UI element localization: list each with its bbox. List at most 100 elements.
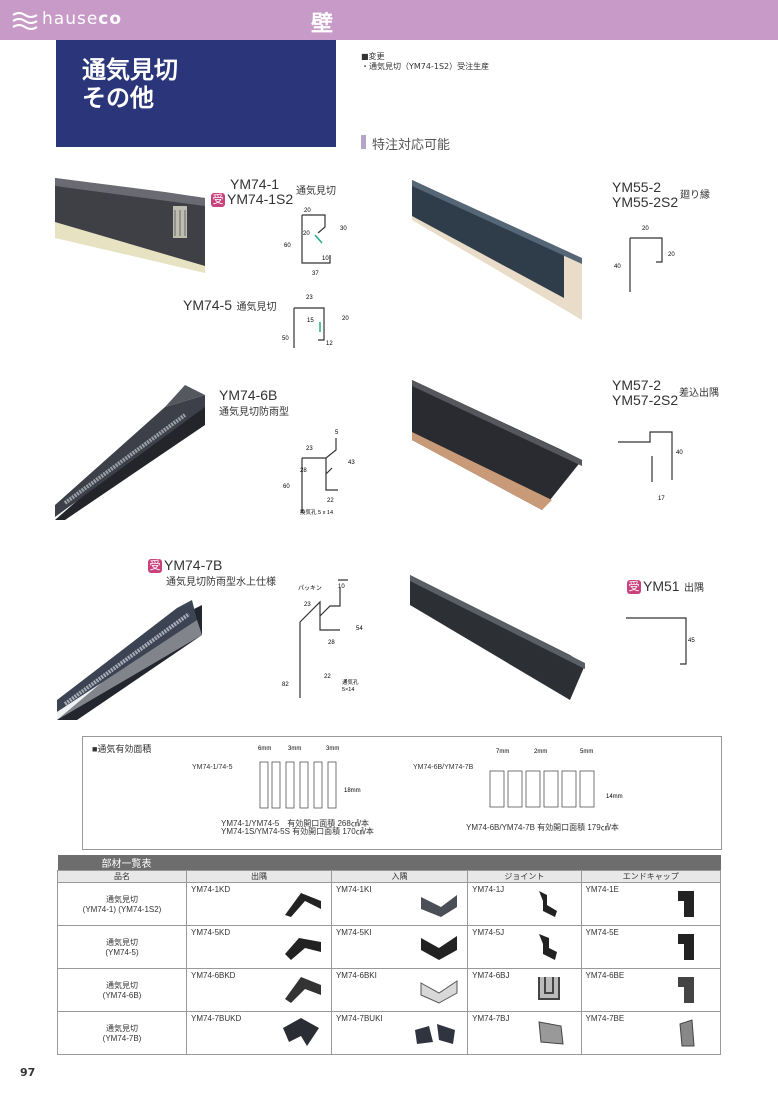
product-photo-ym51 bbox=[410, 575, 585, 700]
dim-text: 43 bbox=[348, 460, 355, 466]
label-ym74-6b: YM74-6B 通気見切防雨型 bbox=[219, 387, 289, 419]
end-cap-part-icon bbox=[678, 977, 694, 1003]
dim-text: 10 bbox=[322, 256, 329, 262]
dim-text: 23 bbox=[306, 295, 313, 301]
label-ym55-2: YM55-2 YM55-2S2 bbox=[612, 179, 679, 210]
vent-right-label: YM74-6B/YM74-7B bbox=[413, 764, 474, 771]
section-label: 壁 bbox=[311, 12, 334, 37]
vent-right-result: YM74-6B/YM74-7B 有効開口面積 179㎠/本 bbox=[466, 823, 619, 832]
outside-corner-part-icon bbox=[282, 1018, 319, 1046]
label-ym74-5: YM74-5 通気見切 bbox=[183, 297, 277, 314]
product-name-cell: 通気見切(YM74-6B) bbox=[57, 968, 187, 1012]
vent-area-box bbox=[82, 736, 722, 850]
packing-label: パッキン bbox=[298, 585, 322, 592]
vent-slot-diagram-left: 6mm 3mm 3mm 18mm bbox=[258, 746, 361, 809]
outside-corner-part-icon bbox=[284, 893, 321, 917]
vent-hole-note: 換気孔 5 x 14 bbox=[300, 508, 333, 516]
parts-table-caption: 部材一覧表 bbox=[57, 855, 721, 871]
part-cell: YM74-1KD bbox=[186, 882, 332, 926]
drawing-ym74-1: 20 20 30 10 60 37 bbox=[284, 208, 347, 277]
product-photo-ym74-7b bbox=[57, 600, 202, 720]
dim-text: 14mm bbox=[606, 794, 623, 800]
product-photo-ym55-2 bbox=[412, 180, 582, 320]
dim-text: 5 bbox=[335, 430, 339, 436]
header-cell: エンドキャップ bbox=[580, 870, 722, 883]
dim-text: 17 bbox=[658, 496, 665, 502]
dim-text: 40 bbox=[676, 450, 683, 456]
joint-part-icon bbox=[538, 891, 557, 917]
made-to-order-badge: 受 bbox=[627, 580, 641, 595]
drawing-ym57-2: 40 17 bbox=[618, 431, 683, 502]
dim-text: 50 bbox=[282, 336, 289, 342]
vent-slot-diagram-right: 7mm 2mm 5mm 14mm bbox=[489, 749, 623, 808]
dim-text: 20 bbox=[668, 252, 675, 258]
header-cell: 品名 bbox=[57, 870, 187, 883]
joint-part-icon bbox=[537, 1021, 564, 1045]
dim-text: 20 bbox=[342, 316, 349, 322]
drawing-ym55-2: 20 20 40 bbox=[614, 226, 675, 292]
dim-text: 60 bbox=[283, 484, 290, 490]
dim-text: 40 bbox=[614, 264, 621, 270]
dim-text: 28 bbox=[328, 640, 335, 646]
joint-part-icon bbox=[538, 934, 557, 960]
table-row: 通気見切(YM74-6B) YM74-6BKD YM74-6BKI YM74-6… bbox=[57, 968, 722, 1012]
product-photo-ym57-2 bbox=[412, 380, 582, 510]
vent-left-results: YM74-1/YM74-5 有効開口面積 268㎠/本 YM74-1S/YM74… bbox=[221, 819, 374, 836]
end-cap-part-icon bbox=[679, 1019, 695, 1047]
desc-ym57-2: 差込出隅 bbox=[679, 388, 719, 399]
end-cap-part-icon bbox=[678, 934, 694, 960]
dim-text: 22 bbox=[324, 674, 331, 680]
inside-corner-part-icon bbox=[420, 980, 458, 1004]
dim-text: 7mm bbox=[496, 749, 509, 755]
dim-text: 18mm bbox=[344, 788, 361, 794]
dim-text: 5mm bbox=[580, 749, 593, 755]
page-number: 97 bbox=[20, 1066, 36, 1079]
vent-hole-note: 通気孔 bbox=[342, 678, 359, 686]
drawing-ym74-7b: パッキン 10 23 54 28 82 22 通気孔 5×14 bbox=[282, 579, 363, 698]
part-cell: YM74-7BUKD bbox=[186, 1011, 332, 1055]
joint-part-icon bbox=[537, 977, 560, 1000]
part-cell: YM74-7BJ bbox=[467, 1011, 582, 1055]
inside-corner-part-icon bbox=[421, 936, 458, 960]
dim-text: 23 bbox=[304, 602, 311, 608]
dim-text: 6mm bbox=[258, 746, 271, 752]
table-row: 通気見切(YM74-1) (YM74-1S2) YM74-1KD YM74-1K… bbox=[57, 882, 722, 926]
vent-left-label: YM74-1/74-5 bbox=[192, 764, 233, 771]
inside-corner-part-icon bbox=[415, 1024, 456, 1044]
dim-text: 20 bbox=[303, 231, 310, 237]
part-cell: YM74-6BJ bbox=[467, 968, 582, 1012]
part-cell: YM74-5KI bbox=[330, 925, 469, 969]
part-cell: YM74-6BKI bbox=[330, 968, 469, 1012]
dim-text: 30 bbox=[340, 226, 347, 232]
product-photo-ym74-1 bbox=[55, 178, 205, 273]
dim-text: 54 bbox=[356, 626, 363, 632]
dim-text: 15 bbox=[307, 318, 314, 324]
dim-text: 20 bbox=[642, 226, 649, 232]
parts-table: 部材一覧表 品名 出隅 入隅 ジョイント エンドキャップ 通気見切(YM74-1… bbox=[57, 855, 722, 1055]
part-cell: YM74-1KI bbox=[330, 882, 469, 926]
part-cell: YM74-7BE bbox=[580, 1011, 722, 1055]
dim-text: 23 bbox=[306, 446, 313, 452]
made-to-order-badge: 受 bbox=[211, 193, 225, 208]
drawing-ym51: 45 bbox=[626, 617, 695, 665]
label-ym57-2: YM57-2 YM57-2S2 bbox=[612, 377, 679, 408]
dim-text: 3mm bbox=[288, 746, 301, 752]
header-cell: 出隅 bbox=[186, 870, 332, 883]
dim-text: 28 bbox=[300, 468, 307, 474]
inside-corner-part-icon bbox=[421, 895, 458, 917]
header-cell: 入隅 bbox=[330, 870, 469, 883]
made-to-order-badge: 受 bbox=[148, 559, 162, 574]
dim-text: 37 bbox=[312, 271, 319, 277]
special-order-text: 特注対応可能 bbox=[372, 138, 451, 153]
dim-text: 2mm bbox=[534, 749, 547, 755]
dim-text: 45 bbox=[688, 638, 695, 644]
part-cell: YM74-5J bbox=[467, 925, 582, 969]
vent-area-title: ■通気有効面積 bbox=[92, 744, 152, 754]
table-row: 通気見切(YM74-5) YM74-5KD YM74-5KI YM74-5J Y… bbox=[57, 925, 722, 969]
end-cap-part-icon bbox=[678, 891, 694, 917]
part-cell: YM74-6BE bbox=[580, 968, 722, 1012]
desc-ym74-1: 通気見切 bbox=[296, 186, 336, 197]
dim-text: 3mm bbox=[326, 746, 339, 752]
